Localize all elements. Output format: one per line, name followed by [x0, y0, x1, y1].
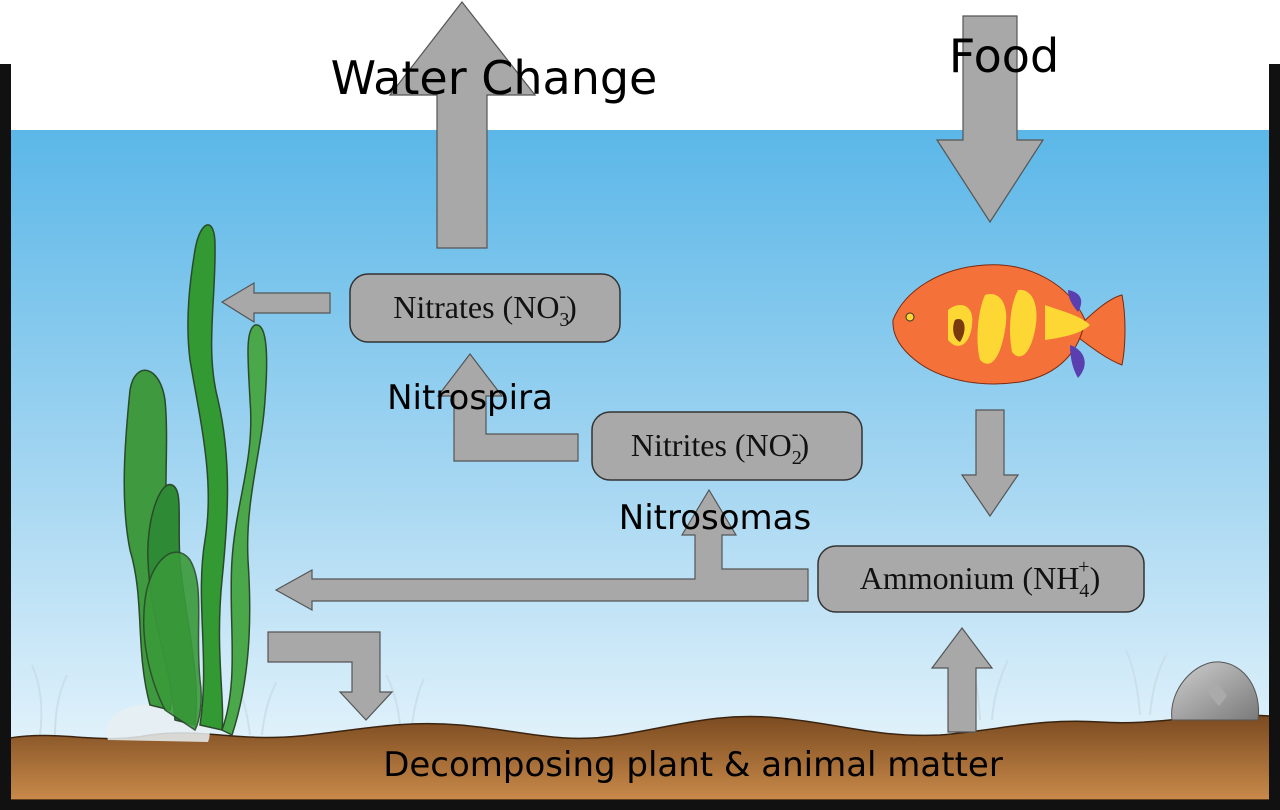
- nitrospira-label: Nitrospira: [387, 378, 553, 418]
- nitrosomas-label: Nitrosomas: [619, 498, 811, 538]
- nitrates-formula: NO: [513, 289, 559, 325]
- ammonium-formula: NH: [1033, 560, 1079, 596]
- nitrites-name: Nitrites: [631, 427, 727, 463]
- decomposing-to-ammonium-arrow: [930, 627, 994, 733]
- nitrates-name: Nitrates: [393, 289, 494, 325]
- ammonium-sub: 4: [1079, 580, 1089, 602]
- nitrates-to-plant-arrow: [220, 281, 331, 324]
- nitrates-sub: 3: [559, 309, 569, 331]
- nitrites-box: Nitrites (NO2-): [591, 411, 863, 481]
- plant-icon: [123, 224, 268, 737]
- tank-walls: [0, 64, 1280, 810]
- svg-text:Nitrites (NO2-): Nitrites (NO2-): [631, 423, 809, 469]
- water-change-arrow: [388, 1, 537, 249]
- plant-to-decomposing-arrow: [267, 631, 394, 721]
- nitrates-sup: -: [559, 285, 566, 307]
- food-arrow: [935, 15, 1045, 224]
- nitrites-sup: -: [792, 423, 799, 445]
- water-change-label: Water Change: [331, 51, 658, 105]
- nitrites-formula: NO: [746, 427, 792, 463]
- ammonium-to-plant-arrow: [274, 488, 809, 612]
- nitrates-box: Nitrates (NO3-): [349, 273, 621, 343]
- svg-text:Nitrates (NO3-): Nitrates (NO3-): [393, 285, 577, 331]
- ammonium-name: Ammonium: [860, 560, 1015, 596]
- ammonium-sup: +: [1078, 556, 1089, 578]
- fish-icon: [892, 264, 1126, 385]
- decomposing-label: Decomposing plant & animal matter: [383, 745, 1003, 785]
- arrows: [220, 1, 1045, 733]
- nitrospira-arrow: [436, 353, 579, 462]
- svg-text:Ammonium (NH4+): Ammonium (NH4+): [860, 556, 1100, 602]
- fish-to-ammonium-arrow: [960, 409, 1020, 518]
- ammonium-box: Ammonium (NH4+): [817, 545, 1145, 613]
- food-label: Food: [949, 29, 1059, 83]
- nitrites-sub: 2: [792, 447, 802, 469]
